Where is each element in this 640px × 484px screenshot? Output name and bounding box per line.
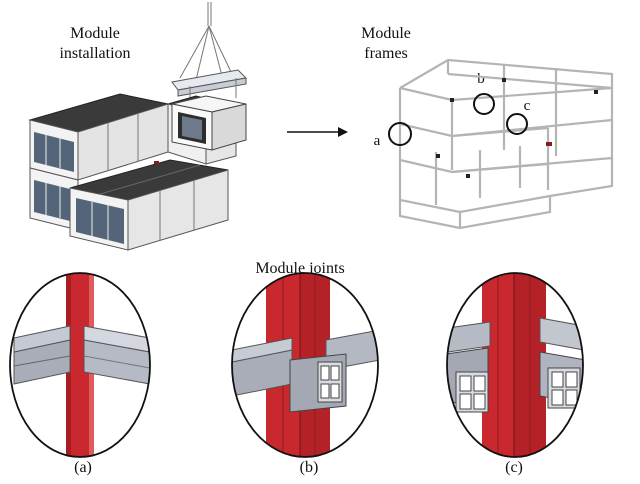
joint-b-marker: b: [477, 71, 485, 87]
joint-c-circle: [506, 113, 528, 135]
lifted-module: [171, 95, 247, 151]
joint-detail-b: [231, 272, 379, 458]
joints-title: Module joints: [255, 260, 345, 277]
frame-joint-dots: [436, 78, 598, 178]
transition-arrow: [287, 127, 348, 137]
joint-detail-a: [9, 272, 151, 458]
caption-a: (a): [74, 459, 92, 476]
joint-highlight-circles: [388, 93, 528, 146]
joint-a-circle: [388, 122, 412, 146]
module-wall: [127, 169, 229, 251]
joint-a-marker: a: [373, 133, 381, 149]
joint-detail-c: [446, 272, 584, 458]
installation-title-line2: installation: [59, 45, 131, 62]
module-frames-illustration: [398, 58, 614, 230]
joint-b-circle: [473, 93, 495, 115]
module-installation-illustration: [28, 2, 248, 251]
frames-title-line2: frames: [364, 45, 408, 62]
joint-c-marker: c: [523, 98, 531, 114]
detail-circle-a: [9, 272, 151, 458]
detail-circle-c: [446, 272, 584, 458]
caption-b: (b): [299, 459, 319, 476]
crane-cables: [179, 2, 233, 81]
frames-title-line1: Module: [361, 25, 411, 42]
caption-c: (c): [505, 459, 523, 476]
installation-title-line1: Module: [70, 25, 120, 42]
detail-circle-b: [231, 272, 379, 458]
spreader-beam: [171, 69, 248, 104]
gray-beam: [539, 317, 583, 351]
